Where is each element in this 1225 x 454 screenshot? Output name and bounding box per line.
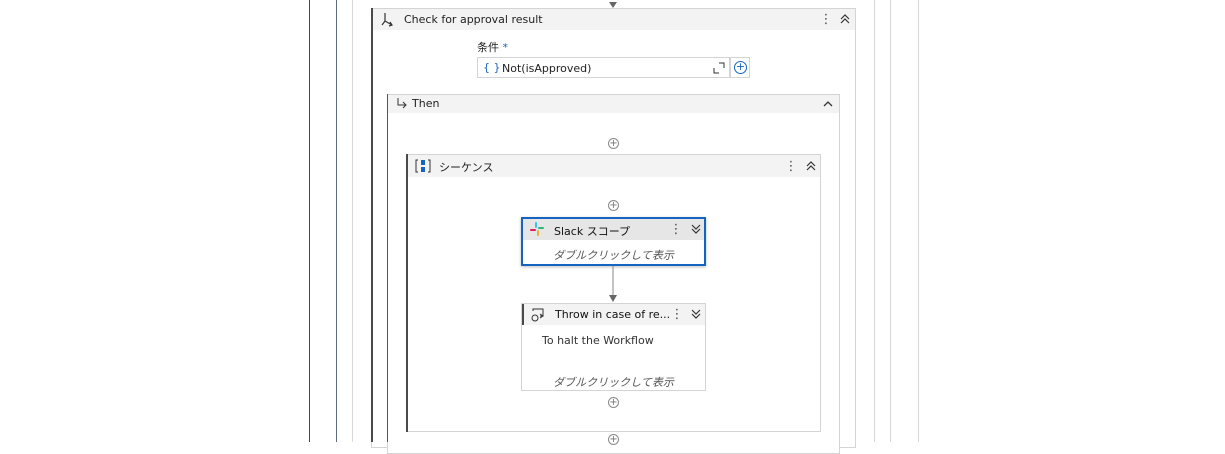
throw-left-accent	[522, 304, 524, 325]
outer-border-right	[890, 0, 891, 442]
expression-icon: { }	[483, 61, 501, 74]
add-activity-sequence-top[interactable]: +	[608, 199, 619, 211]
condition-add-button[interactable]: +	[730, 57, 750, 78]
slack-logo-icon	[530, 222, 544, 236]
outer-border-left-inner	[336, 0, 337, 442]
add-activity-sequence-bottom[interactable]: +	[608, 396, 619, 408]
sequence-collapse-icon[interactable]	[804, 159, 818, 173]
slack-scope-more-icon[interactable]: ⋮	[669, 221, 683, 237]
throw-more-icon[interactable]: ⋮	[670, 306, 684, 322]
condition-label-text: 条件	[477, 41, 499, 54]
expand-editor-icon[interactable]	[713, 62, 725, 74]
if-more-icon[interactable]: ⋮	[819, 11, 833, 27]
sequence-header[interactable]: シーケンス ⋮	[408, 155, 820, 177]
required-mark: *	[502, 41, 509, 54]
then-arrow-icon	[396, 97, 408, 109]
add-activity-then-top[interactable]: +	[608, 137, 619, 149]
throw-description: To halt the Workflow	[542, 334, 654, 347]
throw-title: Throw in case of re...	[555, 308, 671, 321]
throw-hint: ダブルクリックして表示	[553, 376, 674, 389]
throw-icon	[531, 308, 547, 322]
then-header[interactable]: Then	[388, 95, 839, 113]
outer-border-left	[309, 0, 310, 442]
sequence-title: シーケンス	[439, 161, 494, 174]
slack-scope-expand-icon[interactable]	[689, 222, 703, 236]
throw-activity[interactable]: Throw in case of re... ⋮ To halt the Wor…	[521, 303, 706, 391]
sequence-more-icon[interactable]: ⋮	[784, 158, 798, 174]
throw-expand-icon[interactable]	[689, 307, 703, 321]
then-left-accent	[387, 94, 388, 442]
outer-container-left	[352, 0, 353, 442]
then-collapse-icon[interactable]	[821, 97, 835, 111]
outer-border-right-2	[918, 0, 919, 442]
flow-connector	[608, 266, 618, 303]
outer-container-right	[874, 0, 875, 442]
condition-label: 条件 *	[477, 39, 508, 55]
flow-arrow-top	[608, 0, 618, 8]
if-branch-icon	[381, 12, 395, 27]
sequence-icon	[415, 159, 431, 173]
condition-field[interactable]: { } Not(isApproved)	[477, 57, 730, 78]
sequence-left-accent	[406, 154, 408, 432]
if-header[interactable]: Check for approval result ⋮	[373, 9, 855, 30]
throw-header[interactable]: Throw in case of re... ⋮	[522, 304, 705, 325]
slack-scope-title: Slack スコープ	[554, 225, 631, 238]
if-collapse-icon[interactable]	[838, 12, 852, 26]
slack-scope-header[interactable]: Slack スコープ ⋮	[523, 219, 704, 240]
add-circle-icon: +	[734, 60, 747, 74]
then-title: Then	[412, 97, 440, 110]
add-activity-then-bottom[interactable]: +	[608, 433, 619, 445]
if-title: Check for approval result	[404, 13, 543, 26]
slack-scope-hint: ダブルクリックして表示	[553, 249, 674, 262]
condition-value[interactable]: Not(isApproved)	[502, 62, 592, 75]
if-left-accent	[371, 8, 373, 442]
slack-scope-activity[interactable]: Slack スコープ ⋮ ダブルクリックして表示	[521, 217, 706, 266]
